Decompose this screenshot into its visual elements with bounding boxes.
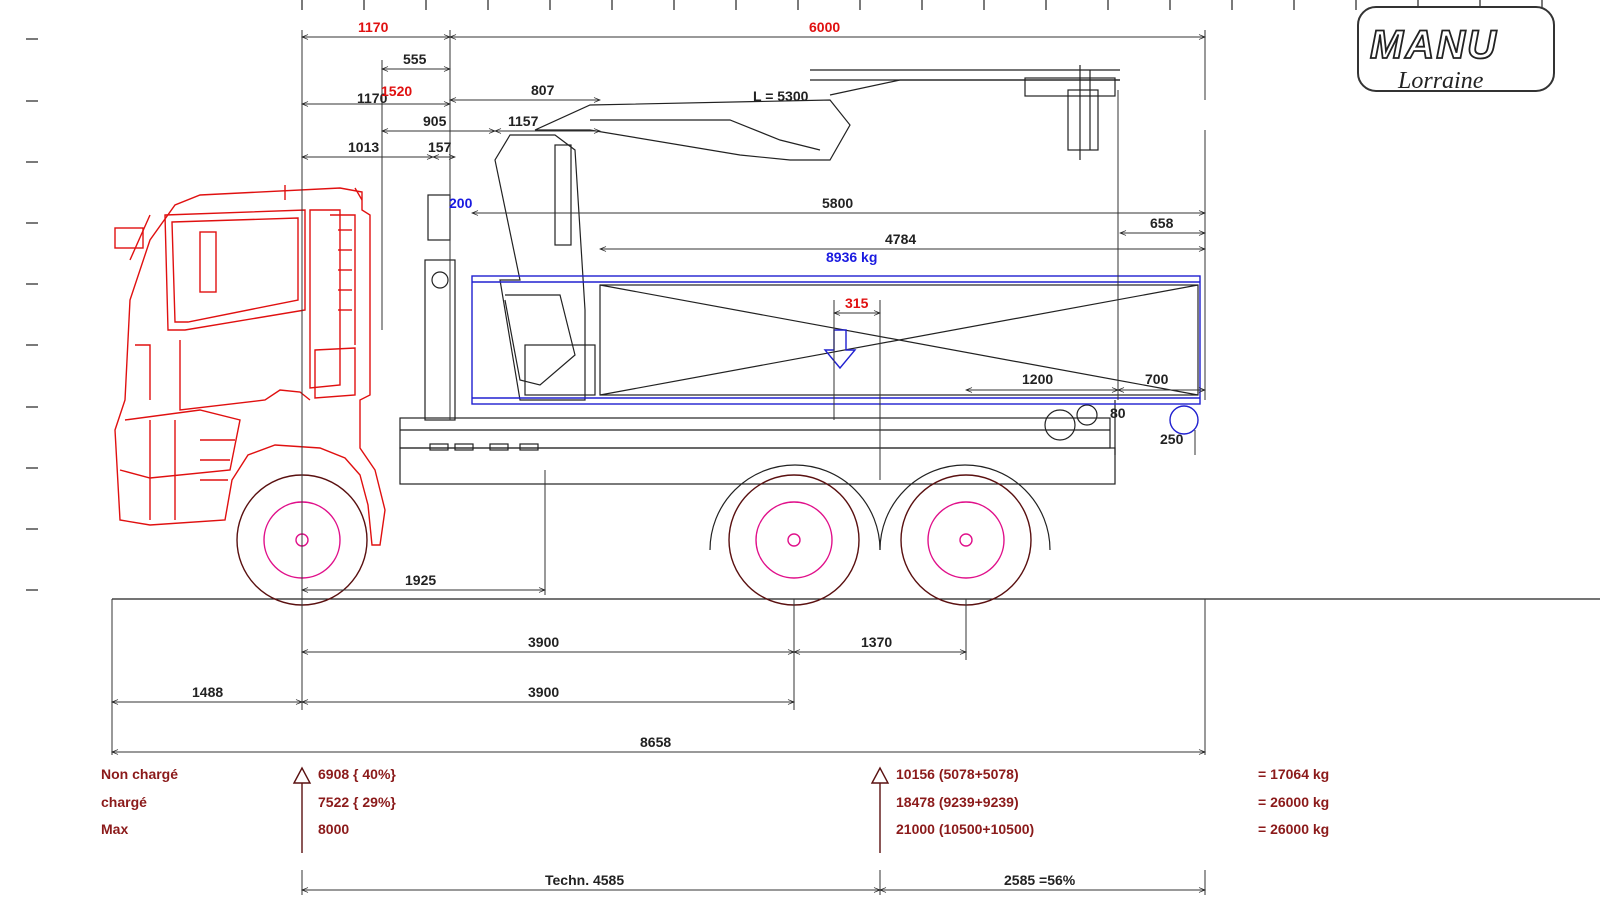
rear-wheel-2 <box>879 464 1051 606</box>
dim-555: 555 <box>403 51 427 67</box>
dim-315: 315 <box>845 295 869 311</box>
dim-658: 658 <box>1150 215 1174 231</box>
logo-main-text: MANU <box>1370 23 1498 67</box>
dim-807: 807 <box>531 82 555 98</box>
dim-techn: Techn. 4585 <box>545 872 624 888</box>
dimension-labels: 1170 6000 555 1170 1520 807 905 1157 101… <box>192 19 1184 888</box>
total-unloaded: = 17064 kg <box>1258 766 1329 782</box>
dim-1520: 1520 <box>381 83 412 99</box>
front-loaded: 7522 { 29%} <box>318 794 396 810</box>
dim-1200: 1200 <box>1022 371 1053 387</box>
load-container <box>471 275 1201 435</box>
rear-unloaded: 10156 (5078+5078) <box>896 766 1019 782</box>
dim-wheelbase-1: 3900 <box>528 634 559 650</box>
weight-table: Non chargé 6908 { 40%} 10156 (5078+5078)… <box>101 766 1329 837</box>
dim-80: 80 <box>1110 405 1126 421</box>
dim-700: 700 <box>1145 371 1169 387</box>
dim-top-left: 1170 <box>358 19 389 35</box>
crane <box>424 65 1120 421</box>
dim-905: 905 <box>423 113 447 129</box>
dim-200: 200 <box>449 195 473 211</box>
dim-1170: 1170 <box>357 90 388 106</box>
front-unloaded: 6908 { 40%} <box>318 766 396 782</box>
row-label-unloaded: Non chargé <box>101 766 178 782</box>
dim-tandem: 1370 <box>861 634 892 650</box>
truck-chassis <box>399 400 1116 485</box>
dim-wheelbase-2: 3900 <box>528 684 559 700</box>
dim-top-right: 6000 <box>809 19 840 35</box>
left-ruler-ticks <box>26 38 38 591</box>
dim-front-overhang: 1488 <box>192 684 223 700</box>
total-max: = 26000 kg <box>1258 821 1329 837</box>
load-weight: 8936 kg <box>826 249 877 265</box>
row-label-max: Max <box>101 821 128 837</box>
total-loaded: = 26000 kg <box>1258 794 1329 810</box>
dim-157: 157 <box>428 139 452 155</box>
axle-load-markers <box>292 766 890 853</box>
dim-1013: 1013 <box>348 139 379 155</box>
dimension-lines-lower <box>111 599 1206 895</box>
logo-sub-text: Lorraine <box>1397 68 1484 94</box>
dimension-lines-upper <box>301 30 1206 600</box>
top-ruler-ticks <box>301 0 1543 10</box>
dim-4784: 4784 <box>885 231 916 247</box>
front-max: 8000 <box>318 821 349 837</box>
row-label-loaded: chargé <box>101 794 147 810</box>
dim-250: 250 <box>1160 431 1184 447</box>
rear-max: 21000 (10500+10500) <box>896 821 1034 837</box>
dim-rear-share: 2585 =56% <box>1004 872 1076 888</box>
rear-wheel-1 <box>709 464 881 606</box>
dim-5800: 5800 <box>822 195 853 211</box>
manu-lorraine-logo: MANU Lorraine <box>1357 6 1555 94</box>
dim-total-length: 8658 <box>640 734 671 750</box>
dim-1925: 1925 <box>405 572 436 588</box>
rear-loaded: 18478 (9239+9239) <box>896 794 1019 810</box>
boom-reach: L = 5300 <box>753 88 809 104</box>
dim-1157: 1157 <box>508 113 539 129</box>
